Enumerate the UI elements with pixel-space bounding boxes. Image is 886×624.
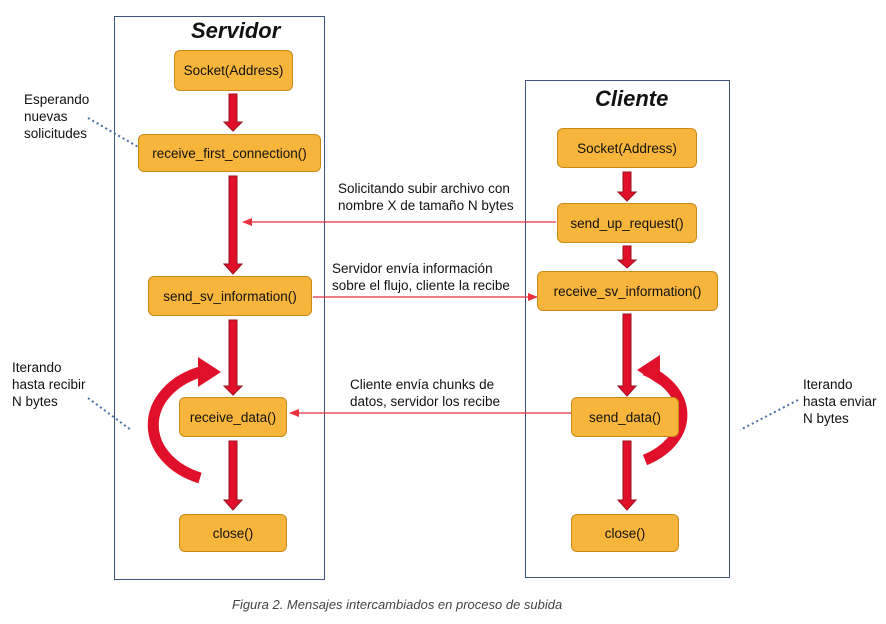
server-info-label: Servidor envía información sobre el fluj… bbox=[332, 261, 510, 293]
client-close-box: close() bbox=[571, 514, 679, 552]
server-socket-box: Socket(Address) bbox=[174, 50, 293, 91]
send-data-box: send_data() bbox=[571, 397, 679, 437]
upload-request-label: Solicitando subir archivo con nombre X d… bbox=[338, 181, 514, 213]
figure-caption: Figura 2. Mensajes intercambiados en pro… bbox=[232, 597, 563, 612]
client-iterating-leader-line bbox=[739, 399, 799, 431]
receive-sv-information-box: receive_sv_information() bbox=[537, 271, 718, 311]
client-socket-box: Socket(Address) bbox=[557, 128, 697, 168]
server-iterating-note: Iterando hasta recibir N bytes bbox=[12, 360, 86, 409]
server-close-box: close() bbox=[179, 514, 287, 552]
client-iterating-note: Iterando hasta enviar N bytes bbox=[803, 377, 877, 426]
receive-data-box: receive_data() bbox=[179, 397, 287, 437]
send-sv-information-box: send_sv_information() bbox=[148, 276, 312, 316]
client-title: Cliente bbox=[595, 86, 669, 111]
data-chunks-label: Cliente envía chunks de datos, servidor … bbox=[350, 377, 501, 409]
waiting-note: Esperando nuevas solicitudes bbox=[24, 92, 90, 141]
receive-first-connection-box: receive_first_connection() bbox=[138, 134, 321, 172]
send-up-request-box: send_up_request() bbox=[557, 203, 697, 243]
server-title: Servidor bbox=[191, 18, 281, 43]
